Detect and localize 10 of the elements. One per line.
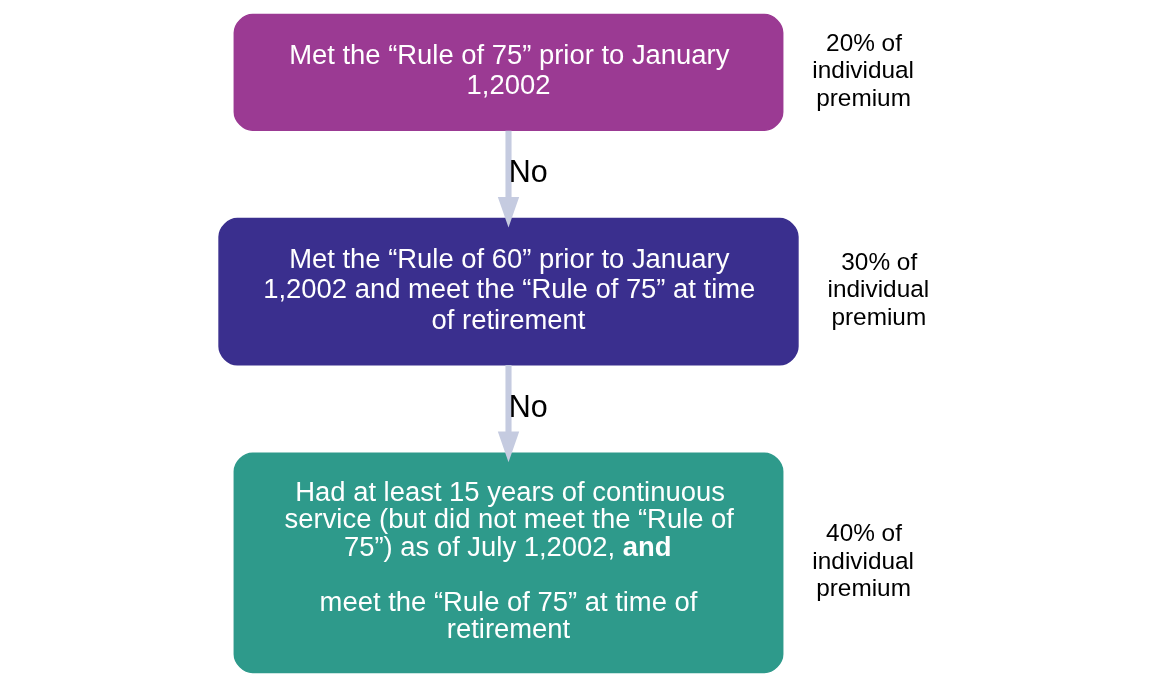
node-label: 30% of individual premium: [827, 248, 930, 330]
node-label: 20% of individual premium: [812, 28, 914, 111]
edge-label: No: [508, 154, 548, 189]
node-box: Met the “Rule of 75” prior to January 1,2002: [233, 13, 784, 131]
node-box: Had at least 15 years of continuous service (but did not meet the “Rule of 75”) as of July 1,2002, and meet the “Rule of 75” at time of retirement: [233, 452, 784, 674]
edge-label: No: [508, 388, 548, 423]
arrow: [497, 365, 520, 463]
arrow: [497, 130, 520, 228]
node-box: Met the “Rule of 60” prior to January 1,2002 and meet the “Rule of 75” at time of retirement: [218, 217, 799, 366]
node-label: 40% of individual premium: [812, 519, 914, 602]
